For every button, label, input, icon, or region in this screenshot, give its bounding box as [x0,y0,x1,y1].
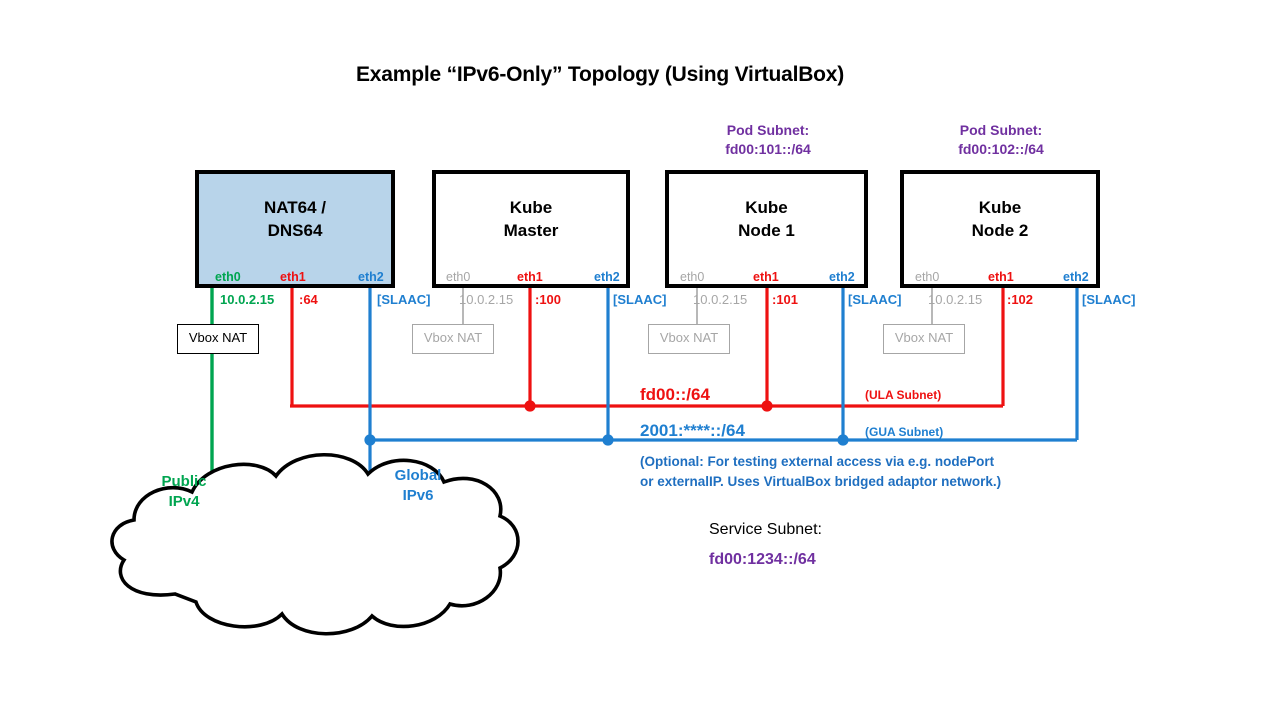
iface-addr-kube-node-1-eth1: :101 [772,292,799,307]
node-title-line1: Kube [745,198,788,217]
vbox-nat-box-kube-node-1[interactable] [648,324,730,354]
vbox-nat-box-nat64[interactable] [177,324,259,354]
iface-addr-nat64-eth0: 10.0.2.15 [220,292,275,307]
iface-addr-nat64-eth2: [SLAAC] [377,292,431,307]
vbox-nat-label-kube-master: Vbox NAT [423,330,483,345]
endpoint-label-global-ipv6: Global IPv6 [375,466,461,505]
iface-label-kube-node-2-eth2: eth2 [1063,270,1089,284]
optional-note-line2: or externalIP. Uses VirtualBox bridged a… [640,473,1002,489]
ula-subnet-bus [290,288,1005,412]
iface-label-nat64-eth2: eth2 [358,270,384,284]
ula-subnet-label: fd00::/64 [640,385,710,404]
iface-addr-kube-node-1-eth2: [SLAAC] [848,292,902,307]
iface-addr-kube-node-2-eth0: 10.0.2.15 [928,292,983,307]
iface-label-kube-node-1-eth1: eth1 [753,270,779,284]
iface-label-kube-node-1-eth0: eth0 [680,270,705,284]
vbox-nat-box-kube-master[interactable] [412,324,494,354]
iface-label-kube-node-1-eth2: eth2 [829,270,855,284]
gua-subnet-bus [364,288,1079,560]
node-title-line2: Node 2 [971,220,1029,240]
pod-subnet-kube-node-1: Pod Subnet: fd00:101::/64 [640,121,896,159]
iface-label-kube-master-eth1: eth1 [517,270,543,284]
node-title-line1: Kube [509,198,553,217]
gua-subnet-note: (GUA Subnet) [865,425,944,439]
vbox-nat-label-nat64: Vbox NAT [188,330,248,345]
iface-addr-nat64-eth1: :64 [299,292,318,307]
iface-label-kube-node-2-eth1: eth1 [988,270,1014,284]
optional-note-line1: (Optional: For testing external access v… [640,454,995,469]
node-title-line2: Node 1 [738,220,795,240]
node-box-kube-master[interactable] [432,170,630,288]
vbox-nat-label-kube-node-2: Vbox NAT [894,330,954,345]
service-subnet-head: Service Subnet: [709,521,822,538]
iface-addr-kube-node-2-eth2: [SLAAC] [1082,292,1136,307]
node-title-kube-node-1: Kube Node 1 [665,197,868,243]
iface-addr-kube-master-eth0: 10.0.2.15 [459,292,514,307]
page-title: Example “IPv6-Only” Topology (Using Virt… [356,63,845,86]
iface-label-kube-node-2-eth0: eth0 [915,270,940,284]
node-title-line2: DNS64 [267,220,323,240]
iface-addr-kube-master-eth1: :100 [535,292,562,307]
iface-addr-kube-node-2-eth1: :102 [1007,292,1034,307]
gua-subnet-label: 2001:****::/64 [640,421,745,440]
node-title-nat64: NAT64 / DNS64 [195,197,395,243]
vbox-nat-box-kube-node-2[interactable] [883,324,965,354]
node-title-line1: Kube [978,198,1022,217]
node-box-nat64[interactable] [195,170,395,288]
pod-subnet-head: Pod Subnet: [726,122,810,138]
node-title-line1: NAT64 / [263,198,327,217]
ula-subnet-note: (ULA Subnet) [865,388,942,402]
endpoint-label-public-ipv4: Public IPv4 [141,472,227,511]
endpoint-line2: IPv6 [402,486,434,504]
iface-label-nat64-eth1: eth1 [280,270,306,284]
pod-subnet-head: Pod Subnet: [959,122,1043,138]
node-title-kube-node-2: Kube Node 2 [900,197,1100,243]
endpoint-line2: IPv4 [168,492,200,510]
endpoint-line1: Global [394,467,442,484]
pod-subnet-value: fd00:102::/64 [958,140,1044,157]
pod-subnet-kube-node-2: Pod Subnet: fd00:102::/64 [873,121,1129,159]
iface-label-kube-master-eth2: eth2 [594,270,620,284]
node-box-kube-node-2[interactable] [900,170,1100,288]
pod-subnet-value: fd00:101::/64 [725,140,811,157]
node-box-kube-node-1[interactable] [665,170,868,288]
iface-addr-kube-master-eth2: [SLAAC] [613,292,667,307]
vbox-nat-label-kube-node-1: Vbox NAT [659,330,719,345]
iface-label-kube-master-eth0: eth0 [446,270,471,284]
iface-addr-kube-node-1-eth0: 10.0.2.15 [693,292,748,307]
service-subnet-value: fd00:1234::/64 [709,551,816,568]
iface-label-nat64-eth0: eth0 [215,270,241,284]
internet-cloud [110,453,520,636]
node-title-line2: Master [503,220,559,240]
node-title-kube-master: Kube Master [432,197,630,243]
optional-note: (Optional: For testing external access v… [640,452,1001,491]
endpoint-line1: Public [161,473,207,490]
